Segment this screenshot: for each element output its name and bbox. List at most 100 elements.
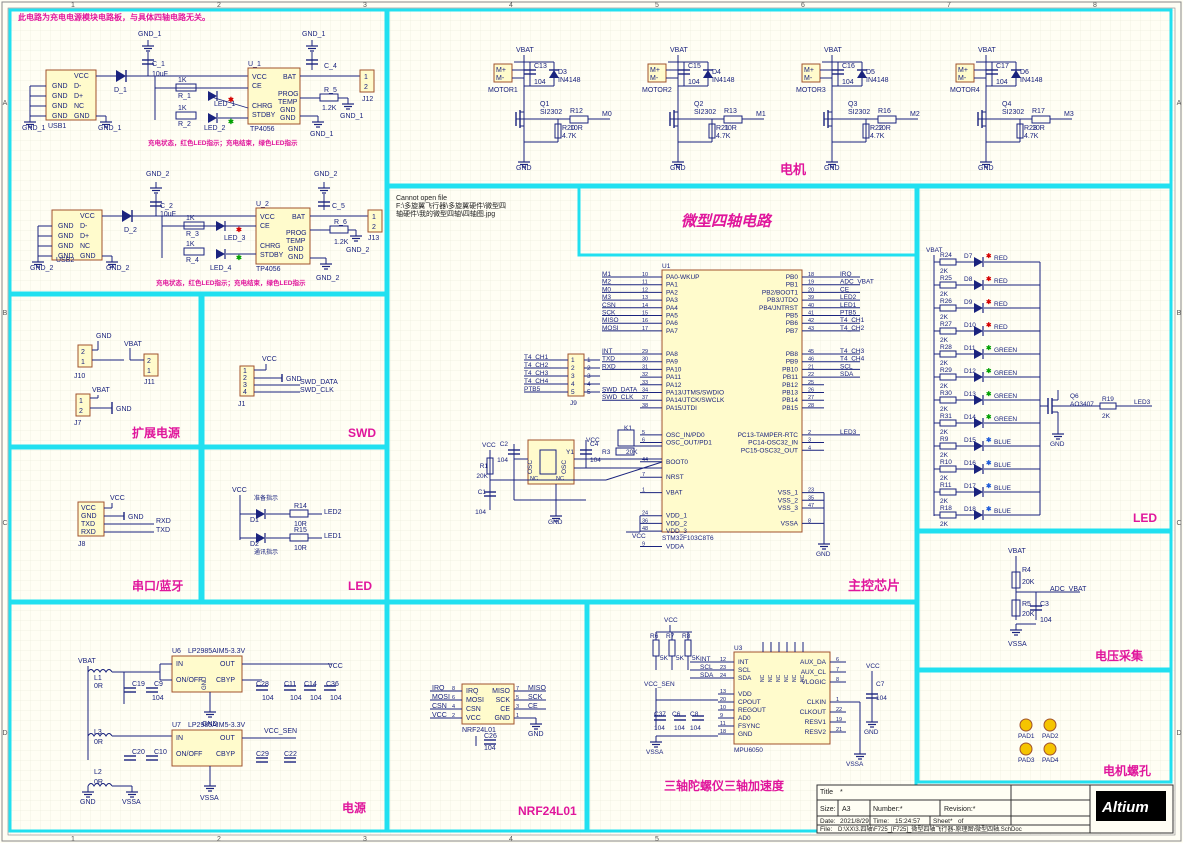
svg-text:M-: M-	[958, 75, 967, 82]
svg-text:BLUE: BLUE	[994, 485, 1012, 492]
svg-text:PTB5: PTB5	[524, 386, 541, 393]
svg-text:K1: K1	[624, 425, 632, 432]
svg-text:R18: R18	[940, 505, 952, 512]
svg-text:29: 29	[642, 349, 648, 355]
power-title: 电源	[342, 800, 366, 815]
svg-text:C8: C8	[690, 711, 699, 718]
svg-text:T4_CH4: T4_CH4	[524, 378, 549, 385]
svg-text:5K: 5K	[660, 655, 669, 662]
svg-text:LP2985AIM5-3.3V: LP2985AIM5-3.3V	[188, 722, 246, 729]
svg-text:D_1: D_1	[114, 87, 127, 94]
svg-text:M2: M2	[910, 111, 920, 118]
svg-text:D:\XX\3.四轴\F725_[F725]_微型四轴飞行器: D:\XX\3.四轴\F725_[F725]_微型四轴飞行器-原理图\微型四轴.…	[838, 825, 1022, 833]
mcu-pin-label: VDD_2	[666, 520, 687, 527]
svg-text:A3: A3	[842, 806, 851, 813]
svg-text:✱: ✱	[236, 226, 242, 234]
svg-text:TEMP: TEMP	[286, 238, 306, 245]
svg-text:C13: C13	[534, 63, 547, 70]
mcu-pin-label: PB8	[786, 351, 799, 358]
svg-text:2K: 2K	[940, 314, 949, 321]
net-label: ADC_VBAT	[840, 279, 874, 286]
svg-text:VBAT: VBAT	[670, 47, 688, 54]
svg-text:INT: INT	[738, 659, 749, 666]
mcu-pin-label: PA13/JTMS/SWDIO	[666, 390, 724, 397]
mcu-pin-label: NRST	[666, 474, 684, 481]
mcu-pin-label: PA12	[666, 382, 682, 389]
svg-text:VCC: VCC	[466, 715, 481, 722]
svg-text:10R: 10R	[294, 545, 307, 552]
svg-text:1: 1	[364, 74, 368, 81]
mcu-pin-label: PB1	[786, 282, 799, 289]
svg-text:LED_3: LED_3	[224, 235, 246, 242]
svg-text:4: 4	[509, 2, 513, 9]
svg-text:J7: J7	[74, 420, 82, 427]
svg-text:D9: D9	[964, 299, 973, 306]
net-label: LED2	[840, 294, 857, 301]
svg-text:R19: R19	[1102, 396, 1114, 403]
j8-connector	[77, 501, 105, 537]
svg-text:23: 23	[720, 665, 726, 671]
svg-text:12: 12	[642, 287, 648, 293]
svg-text:D14: D14	[964, 414, 976, 421]
svg-text:R_1: R_1	[178, 93, 191, 100]
svg-text:GND: GND	[74, 113, 90, 120]
svg-text:GND: GND	[516, 165, 532, 172]
mcu-pin-label: PA0-WKUP	[666, 274, 699, 281]
svg-text:22: 22	[836, 707, 842, 713]
mcu-pin-label: PA1	[666, 282, 678, 289]
svg-text:8: 8	[452, 686, 455, 692]
mcu-section: U1STM32F103C8T6PA0-WKUP10M1PA111M2PA212M…	[475, 263, 874, 558]
svg-text:SI2302: SI2302	[694, 109, 716, 116]
svg-text:U1: U1	[662, 263, 671, 270]
svg-text:R20: R20	[562, 125, 575, 132]
svg-text:D2: D2	[250, 541, 259, 548]
svg-text:Date:: Date:	[820, 818, 836, 825]
svg-text:U_1: U_1	[248, 61, 261, 68]
svg-text:J11: J11	[144, 379, 155, 386]
svg-text:BAT: BAT	[292, 214, 306, 221]
net-label: CE	[840, 286, 850, 293]
expand-power: GND 21 J10 VBAT 21 J11 VBAT 12 J7 GND 扩展…	[74, 333, 180, 440]
svg-text:2: 2	[217, 836, 221, 843]
svg-text:3: 3	[571, 373, 575, 380]
svg-text:7: 7	[642, 472, 645, 478]
svg-text:24: 24	[642, 511, 648, 517]
svg-text:SDA: SDA	[700, 672, 714, 679]
svg-text:CLKIN: CLKIN	[807, 699, 826, 706]
svg-text:2K: 2K	[940, 429, 949, 436]
ledbank-title: LED	[1133, 511, 1157, 525]
mpu6050-chip	[733, 651, 831, 745]
svg-text:33: 33	[642, 380, 648, 386]
svg-text:IRQ: IRQ	[466, 688, 479, 695]
svg-text:19: 19	[836, 717, 842, 723]
svg-text:2: 2	[147, 358, 151, 365]
svg-text:VSSA: VSSA	[122, 799, 141, 806]
svg-text:GND: GND	[202, 676, 208, 690]
mcu-pin-label: PB14	[782, 397, 798, 404]
mcu-pin-label: PA3	[666, 297, 678, 304]
power-section: VBAT L1 0R C19 C9 104 U6 LP2985AIM5-3.3V…	[78, 648, 366, 815]
svg-text:0R: 0R	[94, 739, 103, 746]
svg-text:104: 104	[876, 695, 887, 702]
nrf24l01-module	[461, 683, 515, 725]
svg-text:40: 40	[808, 303, 814, 309]
svg-text:2: 2	[81, 349, 85, 356]
svg-text:GND: GND	[58, 253, 74, 260]
svg-text:C14: C14	[304, 681, 317, 688]
svg-text:VCC: VCC	[482, 442, 496, 449]
svg-text:SCL: SCL	[738, 667, 751, 674]
svg-text:R10: R10	[940, 459, 952, 466]
svg-text:6: 6	[642, 438, 645, 444]
mcu-title: 主控芯片	[848, 578, 900, 593]
svg-text:8: 8	[836, 677, 839, 683]
svg-text:J13: J13	[368, 235, 379, 242]
svg-text:46: 46	[808, 357, 814, 363]
svg-text:of: of	[958, 818, 964, 825]
mcu-pin-label: VSSA	[781, 520, 799, 527]
mcu-pin-label: VDD_3	[666, 528, 687, 535]
led-bank: VBATR242KD7✱REDR252KD8✱REDR262KD9✱REDR27…	[926, 247, 1152, 528]
